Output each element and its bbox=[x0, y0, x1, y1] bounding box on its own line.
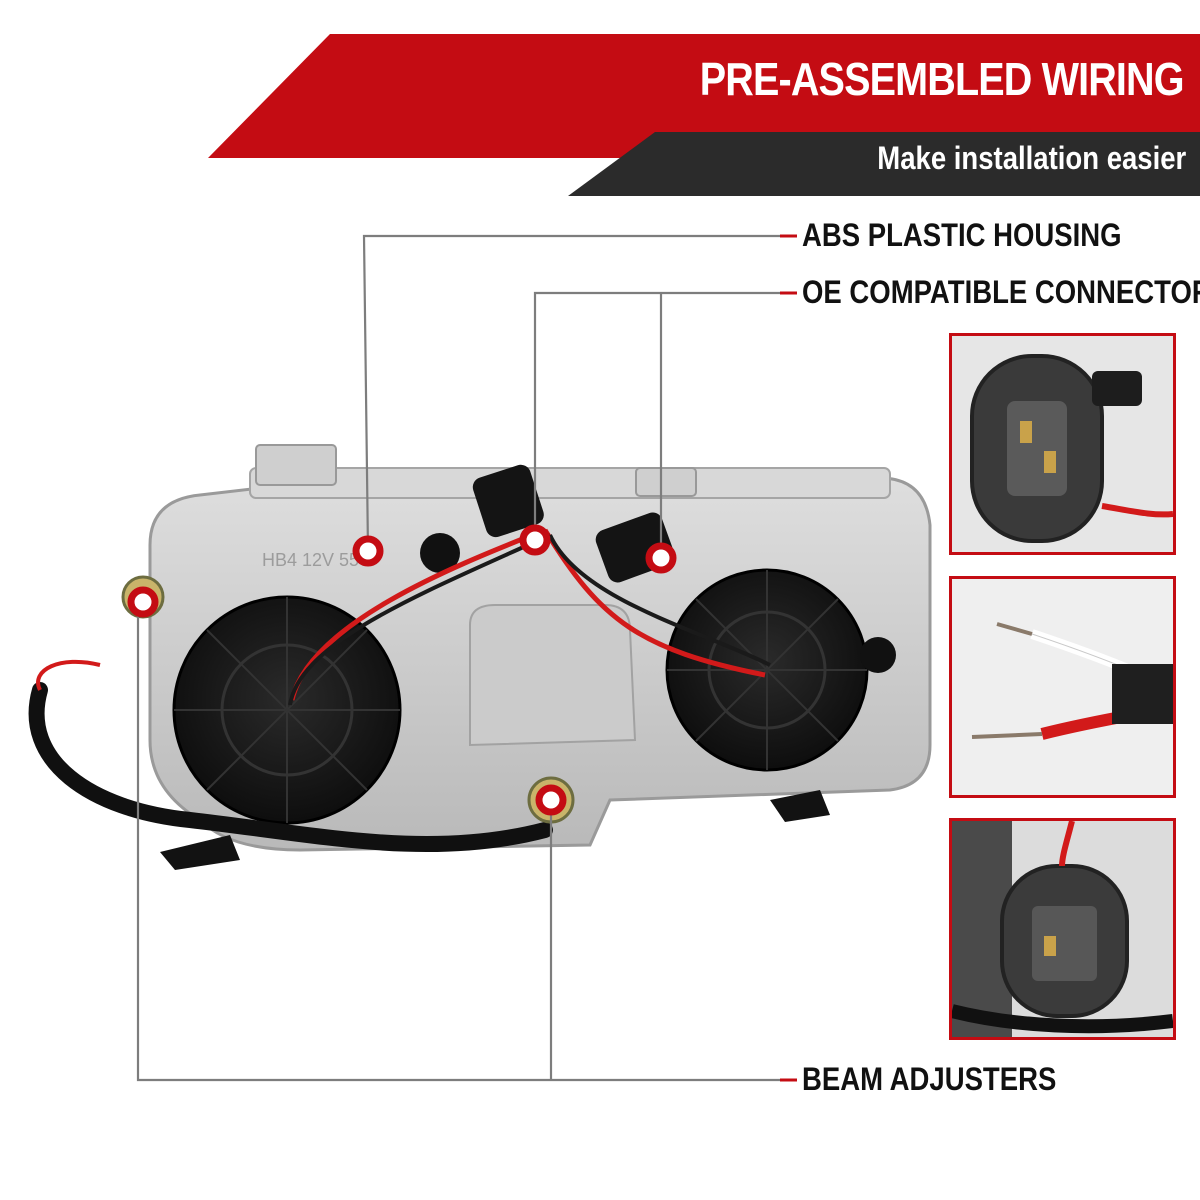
callout-leader-tips bbox=[780, 234, 797, 1082]
connector-plug-1 bbox=[472, 464, 544, 538]
housing-top-rim bbox=[249, 467, 891, 499]
mount-tab-left bbox=[160, 835, 240, 870]
banner-red-band bbox=[208, 34, 1200, 158]
banner-dark-band bbox=[568, 132, 1200, 196]
thumbnail-connector-closeup bbox=[949, 333, 1176, 555]
small-plug-right bbox=[860, 637, 896, 673]
callout-label-beam-adjusters: BEAM ADJUSTERS bbox=[802, 1061, 1057, 1097]
callout-label-housing: ABS PLASTIC HOUSING bbox=[802, 217, 1122, 253]
black-wire bbox=[288, 533, 771, 706]
housing-center-block bbox=[469, 604, 637, 747]
dust-cap-left-ribs bbox=[174, 597, 400, 823]
banner-title: PRE-ASSEMBLED WIRING bbox=[700, 53, 1185, 105]
dust-cap-right-ribs bbox=[667, 570, 867, 770]
mount-tab-right bbox=[770, 790, 830, 822]
coiled-harness bbox=[28, 682, 553, 853]
marker-connector-2 bbox=[645, 542, 677, 574]
housing-clip-left bbox=[255, 444, 337, 486]
small-plug-top bbox=[420, 533, 460, 573]
thumbnail-wire-ends-closeup bbox=[949, 576, 1176, 798]
thumbnail-plug-closeup bbox=[949, 818, 1176, 1040]
header-banner bbox=[208, 34, 1200, 196]
housing-clip-right bbox=[635, 467, 697, 497]
housing-text: HB4 12V 55W bbox=[262, 550, 376, 570]
marker-adjuster-bottom bbox=[535, 784, 567, 816]
harness-lead bbox=[36, 659, 101, 691]
banner-subtitle: Make installation easier bbox=[877, 140, 1186, 176]
callout-leader-lines bbox=[136, 234, 780, 1082]
marker-connector-1 bbox=[519, 524, 551, 556]
callout-label-connectors: OE COMPATIBLE CONNECTORS bbox=[802, 274, 1200, 310]
callout-markers bbox=[127, 524, 677, 816]
marker-adjuster-left bbox=[127, 586, 159, 618]
marker-housing bbox=[352, 535, 384, 567]
